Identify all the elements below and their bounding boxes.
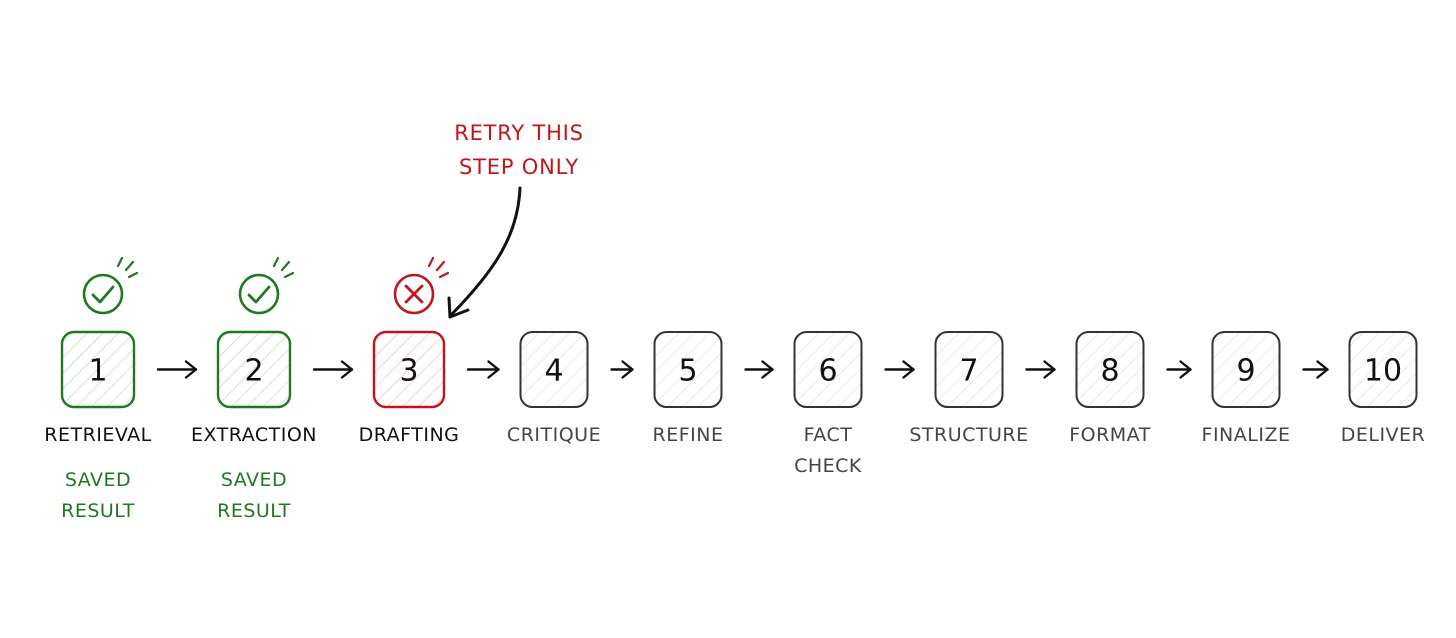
step-label: EXTRACTION [191,424,317,446]
step-box [216,330,292,409]
flow-arrow [610,360,634,379]
step-box [60,330,136,409]
step-label: FACT [804,424,853,446]
step-number: 2 [244,354,263,389]
retry-note-line-2: STEP ONLY [459,155,579,179]
step-label: RETRIEVAL [44,424,152,446]
step-box-hatch [935,332,1003,407]
retry-arrow-head [447,296,470,319]
step-box [372,330,446,409]
step-box-hatch [1349,332,1417,407]
step-note: RESULT [217,500,291,522]
step-number: 7 [959,354,978,389]
step-box-hatch [62,332,134,407]
flow-arrow [1302,360,1329,379]
step-note: SAVED [221,469,287,491]
step-number: 3 [399,354,418,389]
step-box-hatch [374,332,444,407]
step-box [519,331,589,408]
step-label: CRITIQUE [507,424,601,446]
step-number: 8 [1100,354,1119,389]
step-box-hatch [1212,332,1280,407]
sparkle-marks [427,256,450,279]
flow-arrow [1025,360,1056,379]
sparkle-marks [116,256,139,279]
step-label: CHECK [794,455,862,477]
flow-arrow [312,360,354,379]
step-note: RESULT [61,500,135,522]
flow-arrow [156,360,198,379]
step-box-hatch [654,332,722,407]
step-box [1075,331,1145,408]
flow-arrow [884,360,915,379]
flow-arrow [1166,360,1192,379]
arrows-layer [156,360,1329,379]
step-number: 9 [1236,354,1255,389]
flow-arrow [466,360,500,379]
step-box [934,331,1004,408]
step-box [653,331,723,408]
retry-note-line-1: RETRY THIS [454,121,584,145]
step-note: SAVED [65,469,131,491]
x-circle-icon [393,256,450,315]
step-label: STRUCTURE [909,424,1028,446]
step-box [1211,331,1281,408]
step-box-hatch [1076,332,1144,407]
step-number: 5 [678,354,697,389]
retry-arrow [450,186,522,316]
step-box-hatch [218,332,290,407]
step-number: 1 [88,354,107,389]
step-box-hatch [794,332,862,407]
step-number: 4 [544,354,563,389]
step-number: 10 [1364,354,1402,389]
step-label: DRAFTING [359,424,460,446]
step-box [793,331,863,408]
step-box-hatch [520,332,588,407]
sparkle-marks [272,256,295,279]
step-box [1348,331,1418,408]
step-number: 6 [818,354,837,389]
step-label: REFINE [653,424,724,446]
check-icon [238,256,295,315]
step-label: DELIVER [1341,424,1426,446]
flow-arrow [744,360,774,379]
step-label: FORMAT [1069,424,1151,446]
check-icon [82,256,139,315]
step-label: FINALIZE [1202,424,1291,446]
